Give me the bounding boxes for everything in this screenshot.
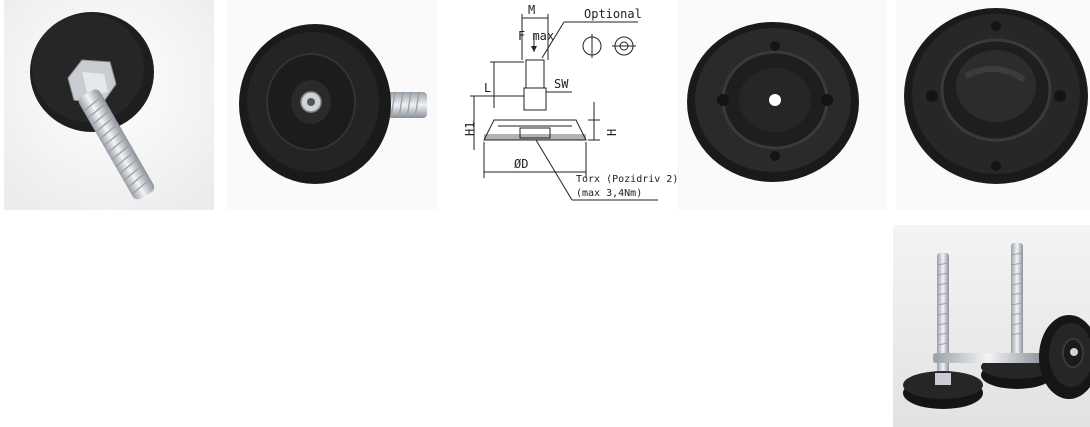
- note-torque: (max 3,4Nm): [576, 188, 642, 199]
- label-h1: H1: [463, 122, 477, 136]
- leveling-feet-group-image: [893, 225, 1090, 427]
- dimension-drawing: M Optional F max L SW H1 H ØD Torx (Pozi…: [454, 0, 678, 210]
- note-torx: Torx (Pozidriv 2): [576, 174, 678, 185]
- product-photo-bolt-diagonal[interactable]: [4, 0, 214, 210]
- label-h: H: [605, 129, 619, 136]
- leveling-foot-image: [227, 0, 437, 210]
- technical-drawing[interactable]: M Optional F max L SW H1 H ØD Torx (Pozi…: [454, 0, 678, 210]
- label-optional: Optional: [584, 7, 642, 21]
- label-d: ØD: [514, 157, 528, 171]
- label-fmax: F max: [518, 29, 554, 43]
- base-top-image: [896, 0, 1090, 210]
- label-l: L: [484, 81, 491, 95]
- product-photo-base-top[interactable]: [896, 0, 1090, 210]
- product-photo-base-underside[interactable]: [677, 0, 887, 210]
- product-photo-base-view[interactable]: [227, 0, 437, 210]
- base-underside-image: [677, 0, 887, 210]
- label-m: M: [528, 3, 535, 17]
- product-photo-group[interactable]: [893, 225, 1090, 427]
- label-sw: SW: [554, 77, 569, 91]
- leveling-foot-image: [4, 0, 214, 210]
